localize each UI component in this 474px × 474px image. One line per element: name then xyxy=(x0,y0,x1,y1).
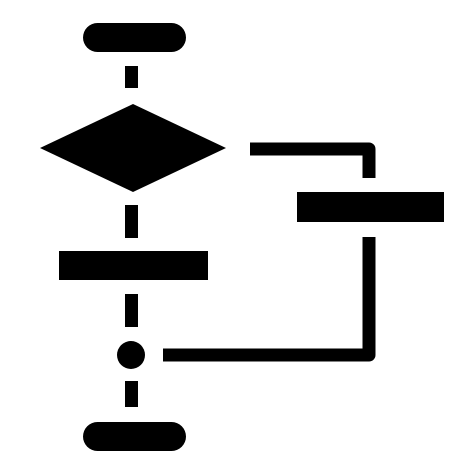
branch-connector-top xyxy=(250,142,376,178)
process-box-right xyxy=(297,192,444,222)
decision-diamond xyxy=(40,104,226,192)
end-terminator xyxy=(83,422,186,451)
connector-dash xyxy=(125,294,138,327)
connector-dash xyxy=(125,66,138,88)
process-box-left xyxy=(59,251,208,280)
branch-connector-return xyxy=(163,237,376,362)
connector-dash xyxy=(125,381,138,407)
connector-node xyxy=(117,341,145,369)
start-terminator xyxy=(83,23,186,52)
connector-dash xyxy=(125,205,138,238)
